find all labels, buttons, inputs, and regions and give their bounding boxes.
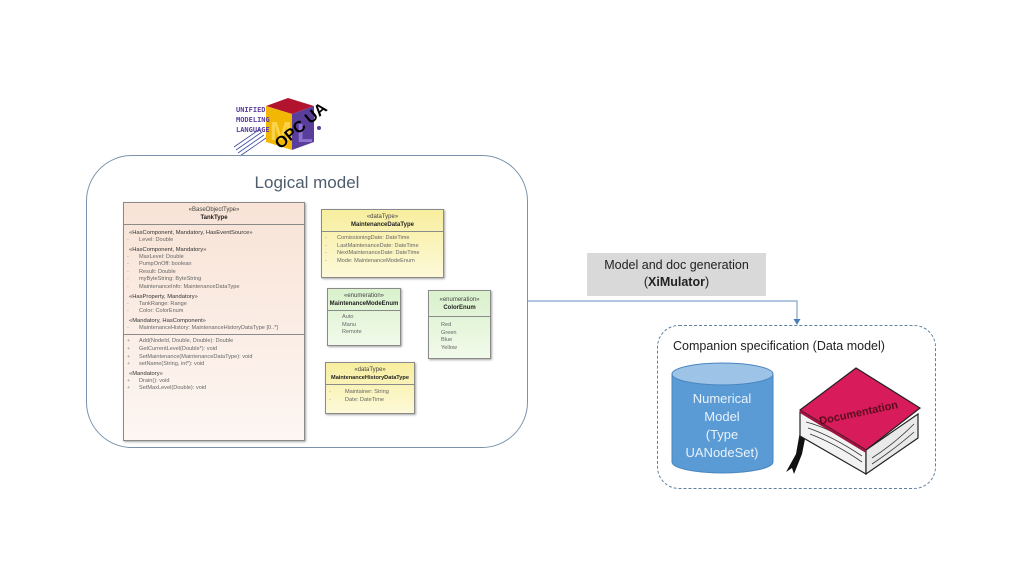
attribute-row: -MaxLevel: Double (127, 253, 184, 260)
class-header: «dataType» MaintenanceDataType (322, 210, 443, 232)
uml-enum-color[interactable]: «enumeration» ColorEnum Red Green Blue Y… (428, 290, 491, 359)
uml-class-tank-type[interactable]: «BaseObjectType» TankType «HasComponent,… (123, 202, 305, 441)
generation-connector (528, 300, 801, 325)
attributes-section: «HasComponent, Mandatory, HasEventSource… (124, 225, 304, 334)
class-stereotype: «dataType» (354, 367, 386, 373)
attributes-section: -Maintainer: String -Date: DateTime (326, 385, 414, 406)
logo-cube-right (292, 106, 314, 150)
cylinder-body (671, 373, 774, 474)
literals-section: Red Green Blue Yellow (429, 317, 490, 354)
connector-line (528, 300, 798, 320)
class-stereotype: «BaseObjectType» (188, 207, 240, 213)
attribute-row: -TankRange: Range (127, 300, 187, 307)
logo-word-3: LANGUAGE (236, 126, 270, 134)
logo-mark-m: M (270, 116, 292, 146)
attribute-group-label: «HasComponent, Mandatory» (129, 246, 207, 253)
attributes-section: -ComissioningDate: DateTime -LastMainten… (322, 232, 443, 267)
attribute-row: -MaintenanceInfo: MaintenanceDataType (127, 283, 240, 290)
generation-line1: Model and doc generation (604, 258, 749, 272)
attribute-group-label: «Mandatory, HasComponent» (129, 317, 206, 324)
attribute-row: -myByteString: ByteString (127, 276, 202, 283)
logo-registered (317, 126, 321, 130)
attribute-row: -Date: DateTime (329, 396, 384, 403)
operation-row: +SetMaxLevel(Double): void (127, 385, 207, 392)
class-stereotype: «dataType» (366, 214, 399, 220)
companion-spec-container (657, 325, 936, 489)
model-doc-generation-label: Model and doc generation (XiMulator) (587, 253, 766, 296)
cylinder-top (671, 362, 774, 386)
operations-section: +Add(NodeId, Double, Double): Double +Ge… (124, 334, 304, 395)
class-name: MaintenanceDataType (351, 222, 414, 228)
attribute-row: -PumpOnOff: boolean (127, 261, 192, 268)
class-name: MaintenanceModeEnum (329, 301, 399, 307)
attribute-row: -LastMaintenanceDate: DateTime (325, 242, 419, 249)
uml-opcua-logo: M L UNIFIED MODELING LANGUAGE OPC UA (233, 98, 331, 157)
class-stereotype: «enumeration» (343, 293, 385, 299)
literals-section: Auto Manu Remote (328, 311, 400, 339)
attribute-group-label: «HasComponent, Mandatory, HasEventSource… (129, 230, 253, 236)
class-header: «enumeration» ColorEnum (429, 291, 490, 317)
class-stereotype: «enumeration» (439, 297, 480, 303)
operation-row: +SetMaintenance(MaintenanceDataType): vo… (127, 353, 253, 360)
companion-spec-title: Companion specification (Data model) (673, 339, 885, 353)
class-name: TankType (200, 215, 228, 221)
attribute-group-label: «HasProperty, Mandatory» (129, 293, 198, 300)
class-name: MaintenanceHistoryDataType (331, 375, 409, 381)
logo-mark-l: L (297, 118, 313, 148)
logo-cube-top (266, 98, 314, 114)
book-cover-edge (800, 410, 866, 453)
enum-literal: Auto (342, 314, 354, 320)
attribute-row: -MaintenanceHistory: MaintenanceHistoryD… (127, 324, 278, 331)
logical-model-container (86, 155, 528, 448)
connector-arrowhead-icon (793, 319, 801, 325)
operation-group-label: «Mandatory» (129, 370, 163, 377)
attribute-row: -Maintainer: String (329, 389, 389, 395)
generation-line2: (XiMulator) (643, 275, 710, 289)
attribute-row: -NextMaintenanceDate: DateTime (325, 250, 420, 257)
database-cylinder-icon (671, 362, 774, 474)
enum-literal: Green (441, 329, 457, 336)
uml-class-maintenance-data-type[interactable]: «dataType» MaintenanceDataType -Comissio… (321, 209, 444, 278)
attribute-row: -Level: Double (127, 237, 174, 243)
class-header: «BaseObjectType» TankType (124, 203, 304, 225)
attribute-row: -Result: Double (127, 268, 176, 275)
logo-cube-left (266, 106, 292, 150)
operation-row: +setName(String, int*): void (127, 361, 205, 368)
enum-literal: Manu (342, 321, 356, 328)
book-cover (798, 367, 922, 451)
attribute-row: -Mode: MaintenanceModeEnum (325, 257, 415, 264)
enum-literal: Yellow (441, 344, 457, 351)
logo-word-1: UNIFIED (236, 106, 266, 114)
class-name: ColorEnum (443, 305, 476, 311)
operation-row: +GetCurrentLevel(Double*): void (127, 345, 218, 352)
class-header: «enumeration» MaintenanceModeEnum (328, 289, 400, 311)
logo-streaks (233, 128, 267, 157)
documentation-book-icon: Documentation (786, 367, 922, 476)
uml-class-maintenance-history-data-type[interactable]: «dataType» MaintenanceHistoryDataType -M… (325, 362, 415, 414)
class-header: «dataType» MaintenanceHistoryDataType (326, 363, 414, 385)
operation-row: +Add(NodeId, Double, Double): Double (127, 338, 234, 345)
logical-model-title: Logical model (254, 173, 360, 192)
uml-enum-maintenance-mode[interactable]: «enumeration» MaintenanceModeEnum Auto M… (327, 288, 401, 346)
attribute-row: -Color: ColorEnum (127, 308, 184, 315)
enum-literal: Remote (342, 329, 362, 336)
logo-word-2: MODELING (236, 116, 270, 124)
numerical-model-label: Numerical Model (Type UANodeSet) (685, 391, 759, 460)
enum-literal: Red (441, 322, 452, 328)
generation-tool-name: XiMulator (648, 275, 705, 289)
operation-row: +Drain(): void (127, 377, 170, 384)
enum-literal: Blue (441, 337, 453, 344)
attribute-row: -ComissioningDate: DateTime (325, 235, 410, 241)
